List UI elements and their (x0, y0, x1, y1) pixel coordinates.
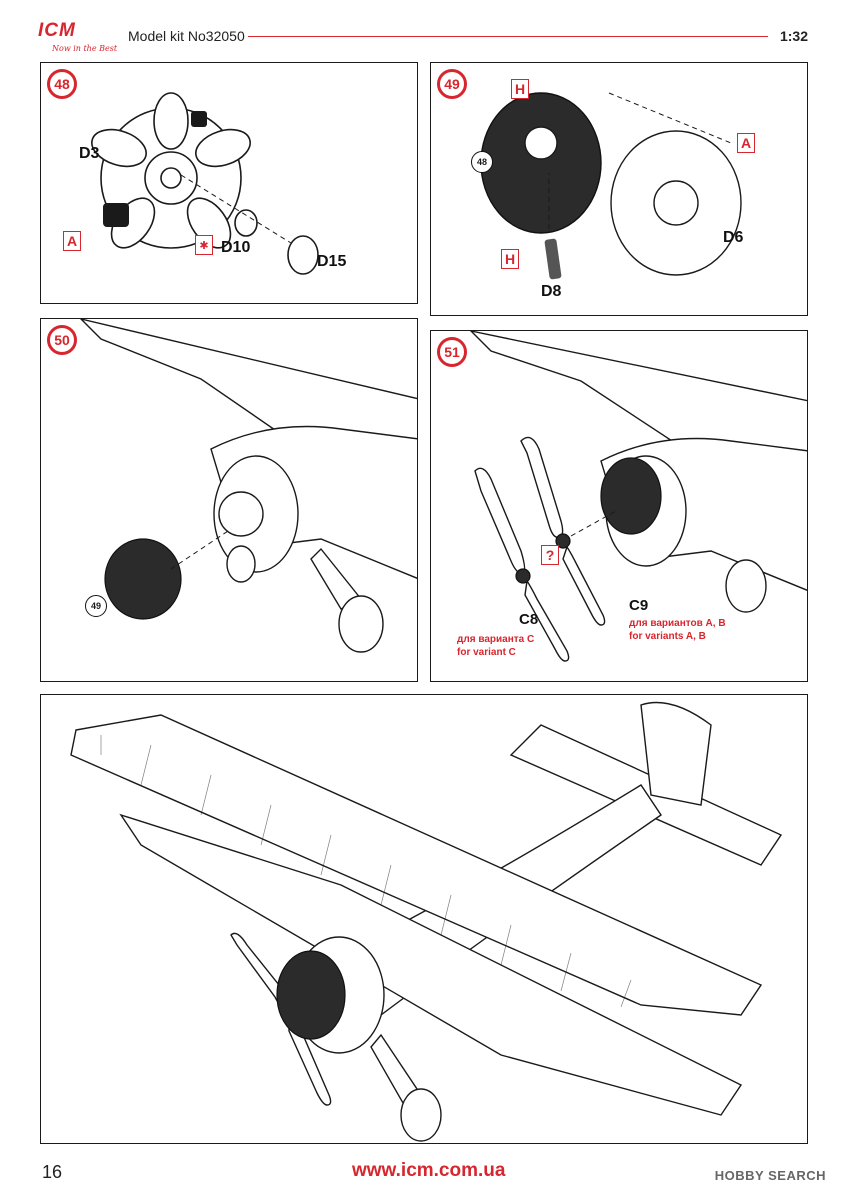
website-link[interactable]: www.icm.com.ua (352, 1160, 506, 1181)
reference-step: 48 (471, 151, 493, 173)
variant-note-c9-ru: для вариантов A, B (629, 618, 726, 629)
page-number: 16 (42, 1162, 63, 1182)
variant-note-c8-ru: для варианта C (457, 634, 535, 645)
marker-a: A (737, 133, 755, 153)
part-label-c8: C8 (519, 611, 539, 628)
marker-question: ? (541, 545, 559, 565)
step-51-panel: 51 ? C8 для варианта C for variant C C9 … (430, 330, 808, 682)
final-assembly-panel (40, 694, 808, 1144)
engine-front-drawing (91, 92, 319, 275)
glue-icon: ✱ (195, 235, 213, 255)
fuselage-engine-drawing (80, 319, 417, 653)
part-label-d6: D6 (723, 229, 744, 246)
variant-note-c8: для варианта C for variant C (457, 633, 534, 659)
part-label-d10: D10 (221, 239, 251, 256)
biplane-drawing (70, 701, 783, 1142)
part-label-d15: D15 (317, 253, 347, 270)
reference-step: 49 (85, 595, 107, 617)
model-kit-title: Model kit No32050 (128, 28, 245, 44)
part-label-c9: C9 (629, 597, 649, 614)
variant-note-c8-en: for variant C (457, 647, 516, 658)
scale-label: 1:32 (779, 28, 808, 44)
step-49-panel: 49 48 H H A D6 D8 (430, 62, 808, 316)
step-number-badge: 51 (437, 337, 467, 367)
brand-slogan: Now in the Best (52, 44, 118, 53)
marker-h-top: H (511, 79, 529, 99)
part-label-d8: D8 (541, 283, 562, 300)
header-divider (248, 36, 768, 37)
marker-h-bottom: H (501, 249, 519, 269)
variant-note-c9-en: for variants A, B (629, 631, 706, 642)
marker-a: A (63, 231, 81, 251)
step-number-badge: 49 (437, 69, 467, 99)
variant-note-c9: для вариантов A, B for variants A, B (629, 617, 726, 643)
engine-assembly-drawing (480, 92, 742, 280)
step-48-panel: 48 D3 A ✱ D10 D15 (40, 62, 418, 304)
watermark: HOBBY SEARCH (714, 1168, 826, 1183)
brand-logo: ICM (38, 20, 76, 41)
step-number-badge: 50 (47, 325, 77, 355)
part-label-d3: D3 (79, 145, 100, 162)
step-50-panel: 50 49 (40, 318, 418, 682)
step-number-badge: 48 (47, 69, 77, 99)
propeller-drawing (470, 331, 807, 662)
